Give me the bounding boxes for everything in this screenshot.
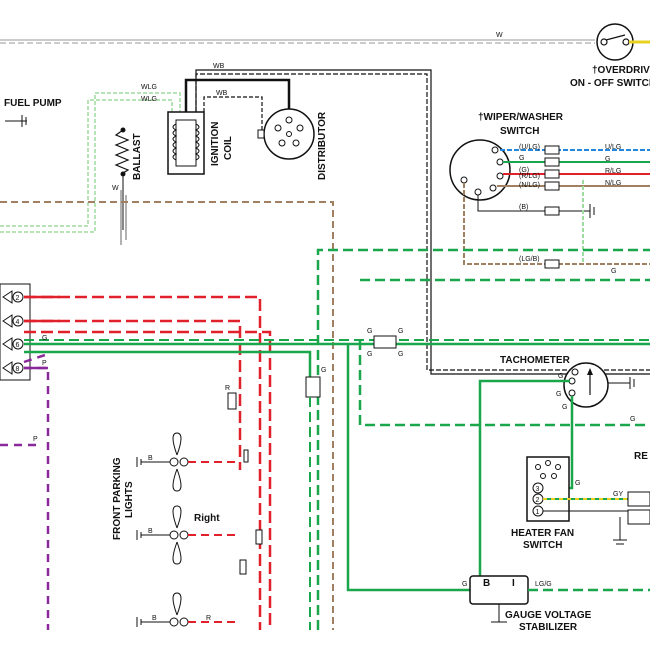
fuel-pump-ground-symbol — [5, 115, 27, 127]
wire-red — [24, 295, 272, 630]
wire-code-gy: GY — [613, 491, 623, 498]
connector-main — [373, 335, 397, 349]
wire-code-g-tach1: G — [558, 373, 563, 380]
distributor-symbol — [257, 108, 315, 160]
parking-light-upper — [136, 432, 189, 492]
wire-code-r-fuse: R — [225, 385, 230, 392]
wire-green-dashed — [316, 248, 650, 630]
wire-code-g-heater: G — [575, 480, 580, 487]
heater-position-1: 1 — [536, 509, 540, 516]
tachometer-label: TACHOMETER — [500, 355, 571, 366]
gauge-i-terminal: I — [512, 578, 515, 589]
wiper-label-1: †WIPER/WASHER — [478, 112, 564, 123]
wire-code-g-r: G — [605, 156, 610, 163]
wire-code-w-top: W — [496, 32, 503, 39]
wire-code-g-right: G — [630, 416, 635, 423]
wire-code-b-park1: B — [148, 455, 153, 462]
ignition-coil-symbol — [167, 78, 291, 175]
wiper-connectors — [544, 145, 595, 269]
gauge-label-2: STABILIZER — [519, 622, 578, 633]
wire-code-g-conn-l2: G — [367, 351, 372, 358]
wire-code-wb-2: WB — [216, 90, 228, 97]
wire-code-g-gauge: G — [462, 581, 467, 588]
wire-heater — [543, 491, 650, 545]
front-parking-label-2: LIGHTS — [124, 481, 135, 518]
wire-code-g-conn-r: G — [398, 328, 403, 335]
plug-number-6: 6 — [16, 342, 20, 349]
ignition-coil-label-1: IGNITION — [210, 122, 221, 166]
parking-fuses — [239, 449, 263, 575]
plug-number-4: 4 — [16, 319, 20, 326]
wiper-label-2: SWITCH — [500, 126, 539, 137]
front-parking-label-1: FRONT PARKING — [112, 457, 123, 540]
wire-code-g-fuse: G — [321, 367, 326, 374]
wire-code-nlg-r: N/LG — [605, 180, 621, 187]
wire-code-wlg-2: WLG — [141, 96, 157, 103]
re-partial-label: RE — [634, 451, 648, 462]
overdrive-label-1: †OVERDRIVE — [592, 65, 650, 76]
wire-wb — [195, 69, 650, 375]
wire-code-g-w2: (G) — [519, 167, 529, 174]
fuse-red — [227, 392, 237, 410]
heater-position-2: 2 — [536, 497, 540, 504]
wire-code-nlg-l: (N/LG) — [519, 182, 540, 189]
wire-code-g-w1: G — [519, 155, 524, 162]
wire-code-lgb: (LG/B) — [519, 256, 540, 263]
ballast-label: BALLAST — [132, 133, 143, 180]
wire-code-p2: P — [33, 436, 38, 443]
wire-code-lgg: LG/G — [535, 581, 552, 588]
wire-code-b-wiper: (B) — [519, 204, 528, 211]
ignition-coil-label-2: COIL — [223, 136, 234, 160]
fuse-green — [305, 376, 321, 398]
wire-w-top — [0, 39, 595, 44]
plug-numbers: 2 4 6 8 — [12, 291, 24, 374]
wire-brown — [0, 201, 334, 630]
fuel-pump-label: FUEL PUMP — [4, 98, 62, 109]
wire-code-ulg-r: U/LG — [605, 144, 621, 151]
wire-purple — [0, 353, 50, 630]
parking-light-right — [136, 505, 189, 565]
heater-position-3: 3 — [536, 486, 540, 493]
wiper-wires — [463, 149, 650, 265]
plug-number-2: 2 — [16, 295, 20, 302]
wire-code-rlg-r: R/LG — [605, 168, 621, 175]
wire-code-g-conn-l: G — [367, 328, 372, 335]
distributor-label: DISTRIBUTOR — [317, 111, 328, 180]
wire-code-g-wiper2: G — [611, 268, 616, 275]
wire-code-w-ballast: W — [112, 185, 119, 192]
parking-light-lower — [136, 592, 189, 627]
right-label: Right — [194, 513, 220, 524]
wire-code-wb-1: WB — [213, 63, 225, 70]
heater-fan-label-1: HEATER FAN — [511, 528, 574, 539]
wire-code-p: P — [42, 360, 47, 367]
wire-code-r-park3: R — [206, 615, 211, 622]
wire-code-b-park3: B — [152, 615, 157, 622]
overdrive-label-2: ON - OFF SWITCH — [570, 78, 650, 89]
wire-code-wlg-1: WLG — [141, 84, 157, 91]
wire-code-ulg: (U/LG) — [519, 144, 540, 151]
heater-fan-switch-symbol — [526, 456, 570, 522]
wire-wlg — [0, 92, 181, 233]
wire-code-g-tach3: G — [562, 404, 567, 411]
wire-code-g-conn-r2: G — [398, 351, 403, 358]
overdrive-switch-symbol — [596, 23, 650, 61]
gauge-stabilizer-symbol — [469, 575, 650, 623]
wire-code-g-plug: G — [42, 335, 47, 342]
gauge-b-terminal: B — [483, 578, 490, 589]
ballast-resistor-symbol — [114, 127, 130, 245]
wire-code-b-park2: B — [148, 528, 153, 535]
plug-number-8: 8 — [16, 366, 20, 373]
wire-green-main — [24, 339, 650, 592]
tachometer-symbol — [563, 362, 635, 408]
heater-fan-label-2: SWITCH — [523, 540, 562, 551]
wire-code-g-tach2: G — [556, 391, 561, 398]
wire-code-rlg-l: (R/LG) — [519, 173, 540, 180]
gauge-label-1: GAUGE VOLTAGE — [505, 610, 592, 621]
